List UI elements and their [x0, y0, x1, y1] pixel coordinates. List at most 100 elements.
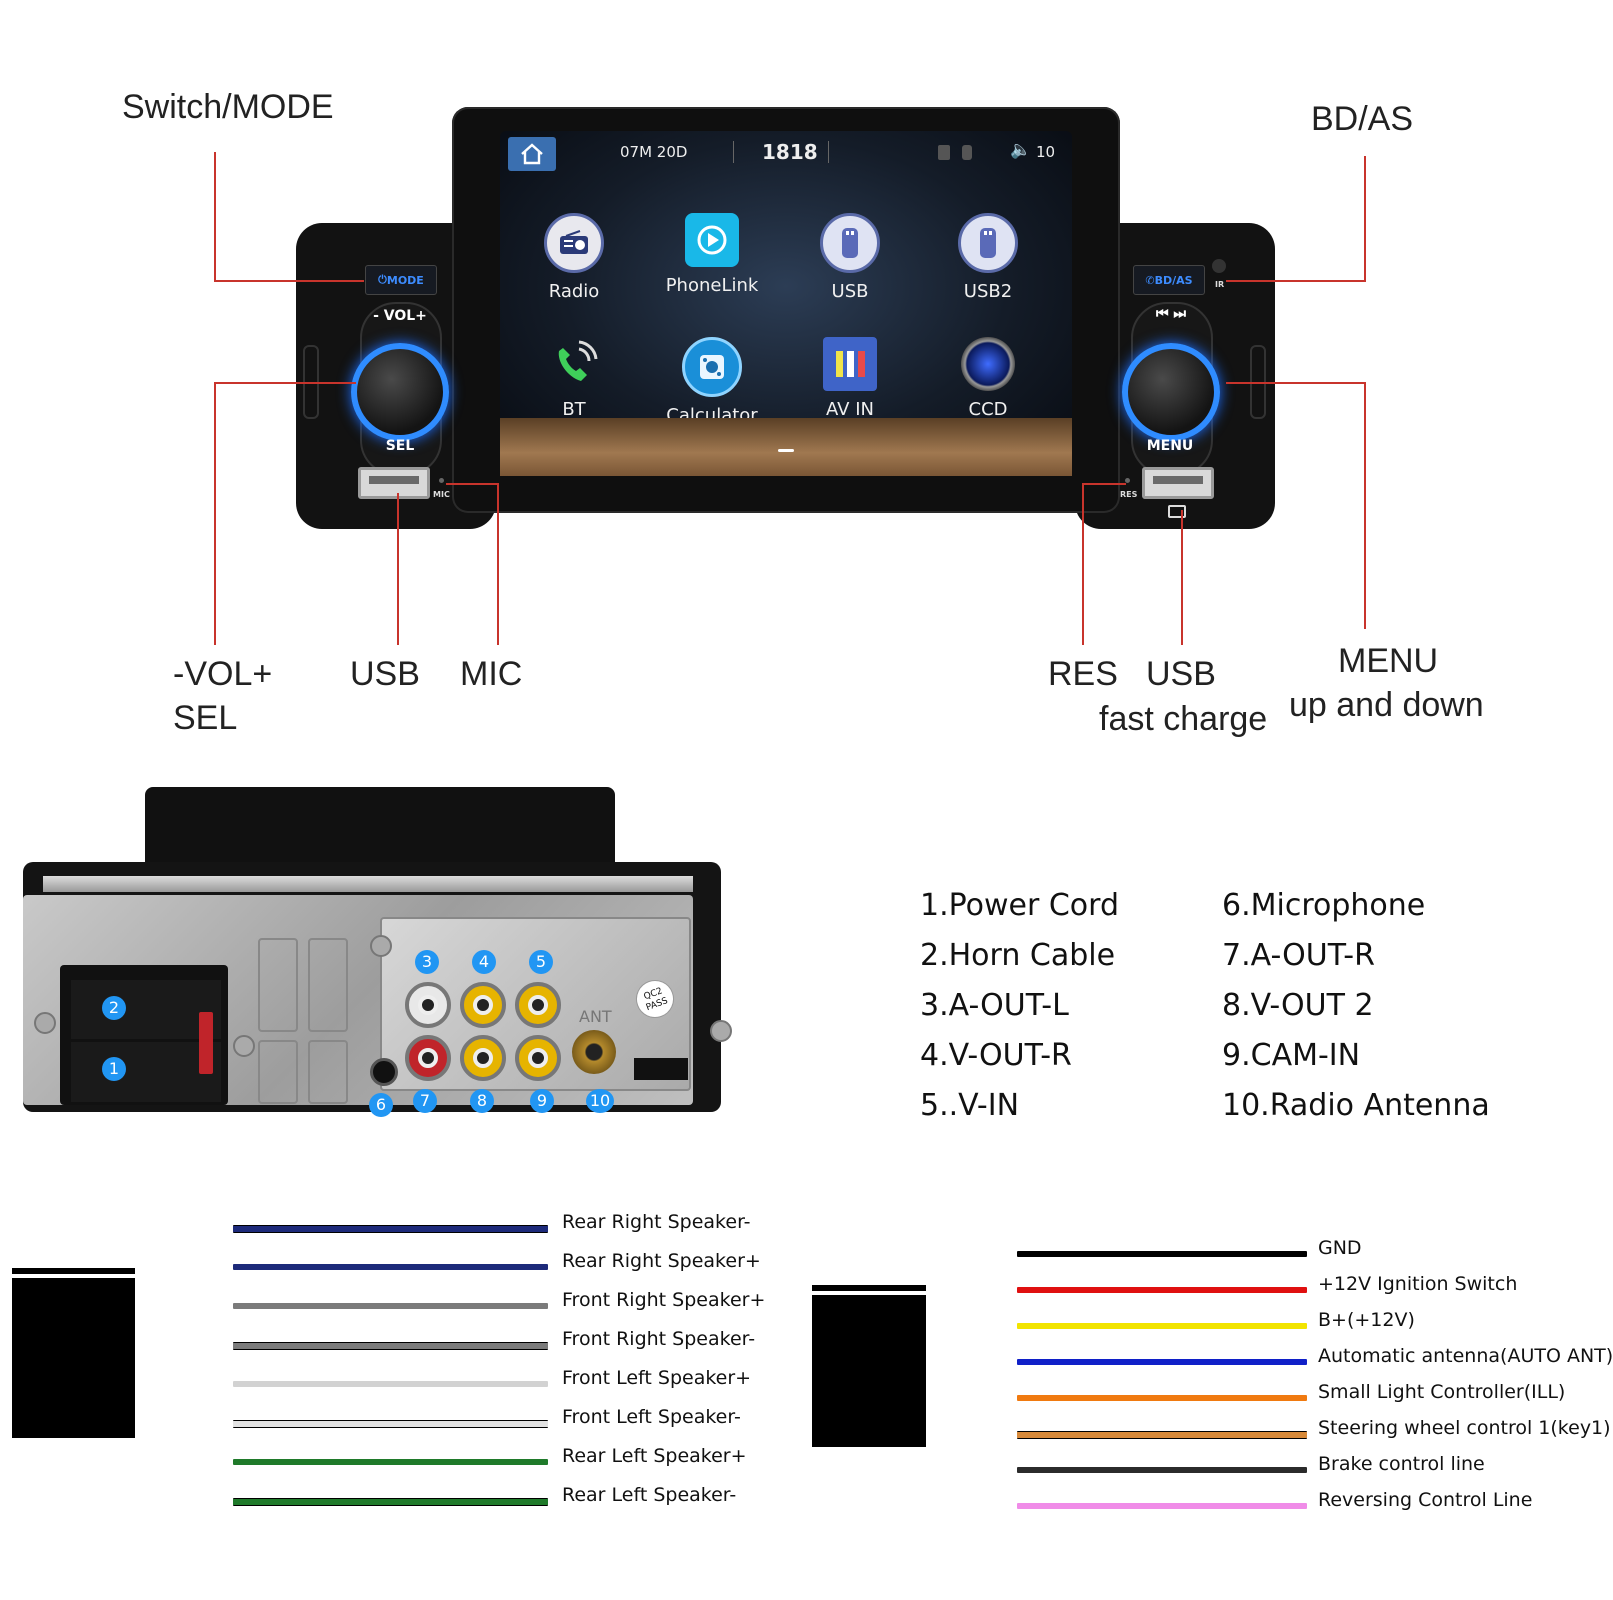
rca-jack-white[interactable] [405, 982, 451, 1028]
callout-line [446, 483, 498, 485]
res-hole [1125, 478, 1130, 483]
app-label: PhoneLink [665, 275, 759, 296]
app-ccd[interactable]: CCD [928, 337, 1048, 420]
speaker-harness-plug [12, 1278, 135, 1438]
divider [733, 141, 734, 163]
touch-screen[interactable]: 07M 20D 1818 🔈 10 Radio PhoneLink [500, 131, 1072, 476]
screw [34, 1012, 56, 1034]
wire-label: +12V Ignition Switch [1318, 1273, 1518, 1295]
antenna-socket[interactable] [572, 1030, 616, 1074]
callout-up-down: up and down [1289, 686, 1484, 724]
callout-mic: MIC [460, 655, 523, 693]
chassis-vent [258, 1040, 298, 1104]
date-text: 07M 20D [620, 143, 688, 161]
phonelink-icon [685, 213, 739, 267]
app-label: CCD [968, 399, 1008, 420]
home-button[interactable] [508, 137, 556, 171]
legend-item: 2.Horn Cable [920, 938, 1116, 973]
wire-label: Automatic antenna(AUTO ANT) [1318, 1345, 1613, 1367]
app-av-in[interactable]: AV IN [790, 337, 910, 420]
callout-line [1082, 483, 1084, 645]
calculator-icon [682, 337, 742, 397]
prev-next-label: ⏮ ⏭ [1155, 306, 1187, 322]
screw [370, 935, 392, 957]
usb-icon [820, 213, 880, 273]
callout-line [1082, 483, 1126, 485]
wire-line [233, 1342, 548, 1350]
wire-label: Brake control line [1318, 1453, 1485, 1475]
rca-jack-yellow[interactable] [460, 1035, 506, 1081]
port-number-badge: 2 [102, 996, 126, 1020]
callout-line [214, 382, 216, 645]
callout-line [497, 483, 499, 645]
wire-line [1017, 1323, 1307, 1329]
app-usb2[interactable]: USB2 [928, 213, 1048, 302]
rca-jack-yellow[interactable] [515, 982, 561, 1028]
callout-line [1181, 510, 1183, 645]
legend-item: 10.Radio Antenna [1222, 1088, 1490, 1123]
usb-port-right[interactable] [1142, 467, 1214, 499]
app-phonelink[interactable]: PhoneLink [652, 213, 772, 296]
iso-connector-power[interactable] [68, 1039, 224, 1105]
wire-label: Rear Right Speaker+ [562, 1250, 761, 1272]
app-bt[interactable]: BT [514, 337, 634, 420]
app-calculator[interactable]: Calculator [652, 337, 772, 426]
volume-knob[interactable] [351, 343, 449, 441]
power-harness-plug-top [812, 1285, 926, 1291]
black-label [634, 1058, 688, 1080]
port-number-badge: 6 [369, 1093, 393, 1117]
charge-icon [1168, 505, 1186, 518]
wire-line [233, 1264, 548, 1270]
volume-level: 10 [1036, 143, 1056, 161]
chassis-vent [308, 938, 348, 1032]
legend-item: 8.V-OUT 2 [1222, 988, 1374, 1023]
wire-label: GND [1318, 1237, 1362, 1259]
wire-line [1017, 1467, 1307, 1473]
av-in-icon [823, 337, 877, 391]
usb-status-icon [962, 145, 972, 160]
rca-jack-red[interactable] [405, 1035, 451, 1081]
usb2-icon [958, 213, 1018, 273]
speaker-icon: 🔈 [1010, 140, 1032, 160]
camera-icon [961, 337, 1015, 391]
app-label: USB2 [963, 281, 1013, 302]
menu-knob[interactable] [1122, 343, 1220, 441]
wire-label: Reversing Control Line [1318, 1489, 1533, 1511]
rca-jack-yellow[interactable] [460, 982, 506, 1028]
app-label: AV IN [826, 399, 874, 420]
app-usb[interactable]: USB [790, 213, 910, 302]
speaker-harness-plug-top [12, 1268, 135, 1274]
power-harness-plug [812, 1295, 926, 1447]
phone-icon: ✆ [1145, 273, 1155, 287]
screen-floor-background [500, 418, 1072, 476]
port-number-badge: 5 [529, 950, 553, 974]
wire-line [233, 1225, 548, 1233]
mic-jack[interactable] [370, 1058, 398, 1086]
callout-line [397, 493, 399, 645]
mic-hole [439, 478, 444, 483]
bdas-button[interactable]: ✆ BD/AS [1133, 265, 1205, 295]
clock-text: 1818 [762, 140, 818, 164]
rca-jack-yellow[interactable] [515, 1035, 561, 1081]
wire-label: B+(+12V) [1318, 1309, 1415, 1331]
callout-res: RES [1048, 655, 1118, 693]
port-number-badge: 8 [470, 1089, 494, 1113]
app-label: USB [831, 281, 869, 302]
callout-line [1226, 382, 1366, 384]
callout-line [214, 152, 216, 281]
usb-port-left[interactable] [358, 467, 430, 499]
ir-sensor [1212, 259, 1226, 273]
legend-item: 5..V-IN [920, 1088, 1020, 1123]
fuse [199, 1012, 213, 1074]
wire-label: Front Left Speaker- [562, 1406, 741, 1428]
callout-usb-left: USB [350, 655, 420, 693]
callout-vol: -VOL+ [173, 655, 273, 693]
app-label: Radio [548, 281, 600, 302]
app-radio[interactable]: Radio [514, 213, 634, 302]
mode-button[interactable]: ⏻ MODE [365, 265, 437, 295]
callout-line [214, 382, 356, 384]
vol-label: - VOL+ [373, 308, 427, 324]
chassis-vent [258, 938, 298, 1032]
wire-line [1017, 1251, 1307, 1257]
menu-label: MENU [1146, 438, 1194, 454]
